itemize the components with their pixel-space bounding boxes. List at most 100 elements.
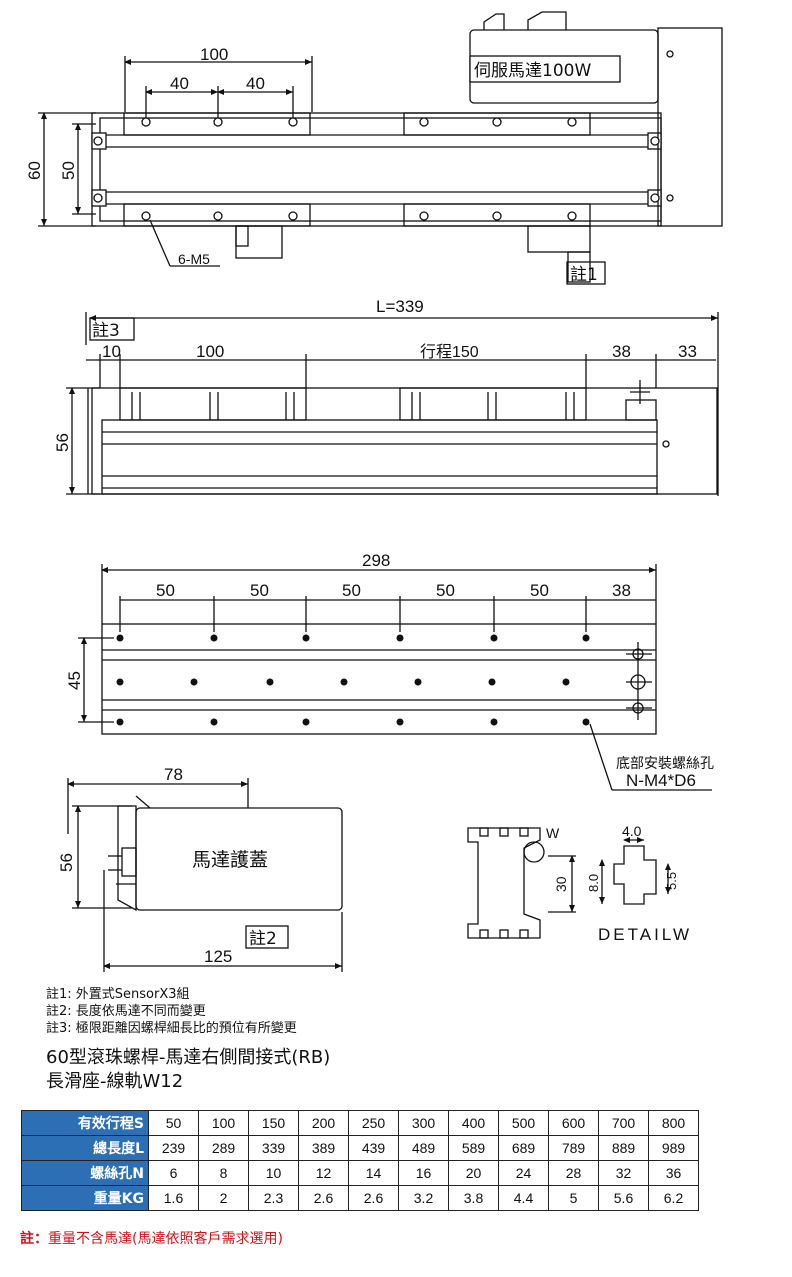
table-cell: 28 [548, 1160, 599, 1186]
cover-view [67, 778, 343, 972]
table-cell: 5.6 [598, 1185, 649, 1211]
footnote-text: 重量不含馬達(馬達依照客戶需求選用) [48, 1231, 283, 1247]
title-line-1: 60型滾珠螺桿-馬達右側間接式(RB) [46, 1047, 331, 1068]
note-1: 註1: 外置式SensorX3組 [46, 987, 190, 1002]
row-header: 有效行程S [21, 1110, 149, 1136]
table-cell: 339 [248, 1135, 299, 1161]
pitch-label-3: 50 [342, 581, 361, 600]
note2-box [245, 925, 289, 949]
table-cell: 1.6 [148, 1185, 199, 1211]
table-row: 有效行程S 50 100 150 200 250 300 400 500 600… [21, 1110, 699, 1136]
side-dim-38: 38 [612, 342, 631, 361]
note-2: 註2: 長度依馬達不同而變更 [46, 1004, 206, 1019]
top-dim-40a: 40 [170, 74, 189, 93]
stroke-label: 行程150 [420, 343, 479, 361]
table-cell: 5 [548, 1185, 599, 1211]
note3-box [89, 317, 135, 341]
pitch-label-5: 50 [530, 581, 549, 600]
table-row: 螺絲孔N 6 8 10 12 14 16 20 24 28 32 36 [21, 1160, 699, 1186]
table-cell: 389 [298, 1135, 349, 1161]
cover-label: 馬達護蓋 [192, 849, 268, 871]
table-cell: 32 [598, 1160, 649, 1186]
row-header: 螺絲孔N [21, 1160, 149, 1186]
table-cell: 589 [448, 1135, 499, 1161]
table-cell: 239 [148, 1135, 199, 1161]
spec-table: 有效行程S 50 100 150 200 250 300 400 500 600… [21, 1110, 699, 1211]
bottom-view [78, 564, 712, 791]
motor-label: 伺服馬達100W [474, 61, 591, 81]
row-header: 總長度L [21, 1135, 149, 1161]
footnote-prefix: 註： [20, 1231, 48, 1247]
side-hole [662, 440, 670, 448]
row-header: 重量KG [21, 1185, 149, 1211]
table-cell: 200 [298, 1110, 349, 1136]
table-cell: 250 [348, 1110, 399, 1136]
detail-dim-55: 5.5 [664, 872, 679, 890]
note3-tag: 註3 [92, 321, 120, 341]
top-dim-100: 100 [200, 45, 228, 64]
table-cell: 24 [498, 1160, 549, 1186]
note1-tag: 註1 [570, 265, 598, 285]
table-cell: 289 [198, 1135, 249, 1161]
table-cell: 2.3 [248, 1185, 299, 1211]
side-dim-33: 33 [678, 342, 697, 361]
table-cell: 439 [348, 1135, 399, 1161]
technical-drawing: 100 40 40 60 50 伺服馬達100W 6-M5 註1 [25, 11, 723, 972]
table-cell: 2.6 [348, 1185, 399, 1211]
bottom-dim-298: 298 [362, 551, 390, 570]
notes-block: 註1: 外置式SensorX3組 註2: 長度依馬達不同而變更 註3: 極限距離… [46, 986, 297, 1037]
table-cell: 489 [398, 1135, 449, 1161]
table-cell: 800 [648, 1110, 699, 1136]
table-cell: 689 [498, 1135, 549, 1161]
table-cell: 700 [598, 1110, 649, 1136]
cover-dim-125: 125 [204, 947, 232, 966]
table-row: 總長度L 239 289 339 389 439 489 589 689 789… [21, 1135, 699, 1161]
table-cell: 600 [548, 1110, 599, 1136]
table-cell: 789 [548, 1135, 599, 1161]
title-line-2: 長滑座-線軌W12 [46, 1071, 184, 1092]
table-cell: 10 [248, 1160, 299, 1186]
top-view [38, 11, 723, 283]
pitch-label-6: 38 [612, 581, 631, 600]
bottom-view-holes [116, 634, 590, 726]
note2-tag: 註2 [249, 929, 277, 949]
bottom-dim-45: 45 [65, 671, 84, 690]
pitch-label-1: 50 [156, 581, 175, 600]
side-dim-100: 100 [196, 342, 224, 361]
detail-dim-30: 30 [553, 876, 569, 892]
detail-label: DETAILW [598, 925, 692, 944]
detail-w-label: W [546, 825, 560, 841]
table-cell: 2 [198, 1185, 249, 1211]
detail-dim-80: 8.0 [586, 874, 601, 892]
table-cell: 3.2 [398, 1185, 449, 1211]
side-length-label: L=339 [376, 297, 424, 316]
table-cell: 6.2 [648, 1185, 699, 1211]
table-cell: 150 [248, 1110, 299, 1136]
cover-dim-56: 56 [57, 853, 76, 872]
table-cell: 8 [198, 1160, 249, 1186]
table-cell: 14 [348, 1160, 399, 1186]
detail-profile [467, 827, 671, 939]
table-cell: 100 [198, 1110, 249, 1136]
table-cell: 989 [648, 1135, 699, 1161]
side-dim-10: 10 [102, 342, 121, 361]
table-cell: 400 [448, 1110, 499, 1136]
pitch-label-2: 50 [250, 581, 269, 600]
side-dim-56: 56 [53, 433, 72, 452]
note-3: 註3: 極限距離因螺桿細長比的預位有所變更 [46, 1021, 297, 1036]
weight-footnote: 註：重量不含馬達(馬達依照客戶需求選用) [20, 1228, 283, 1248]
note1-box [566, 261, 606, 285]
table-cell: 500 [498, 1110, 549, 1136]
detail-dim-40: 4.0 [622, 823, 642, 839]
table-cell: 300 [398, 1110, 449, 1136]
top-dim-60: 60 [25, 161, 44, 180]
table-cell: 36 [648, 1160, 699, 1186]
table-cell: 3.8 [448, 1185, 499, 1211]
table-cell: 4.4 [498, 1185, 549, 1211]
table-cell: 2.6 [298, 1185, 349, 1211]
pitch-label-4: 50 [436, 581, 455, 600]
table-cell: 20 [448, 1160, 499, 1186]
table-row: 重量KG 1.6 2 2.3 2.6 2.6 3.2 3.8 4.4 5 5.6… [21, 1185, 699, 1211]
top-dim-50: 50 [59, 161, 78, 180]
table-cell: 16 [398, 1160, 449, 1186]
